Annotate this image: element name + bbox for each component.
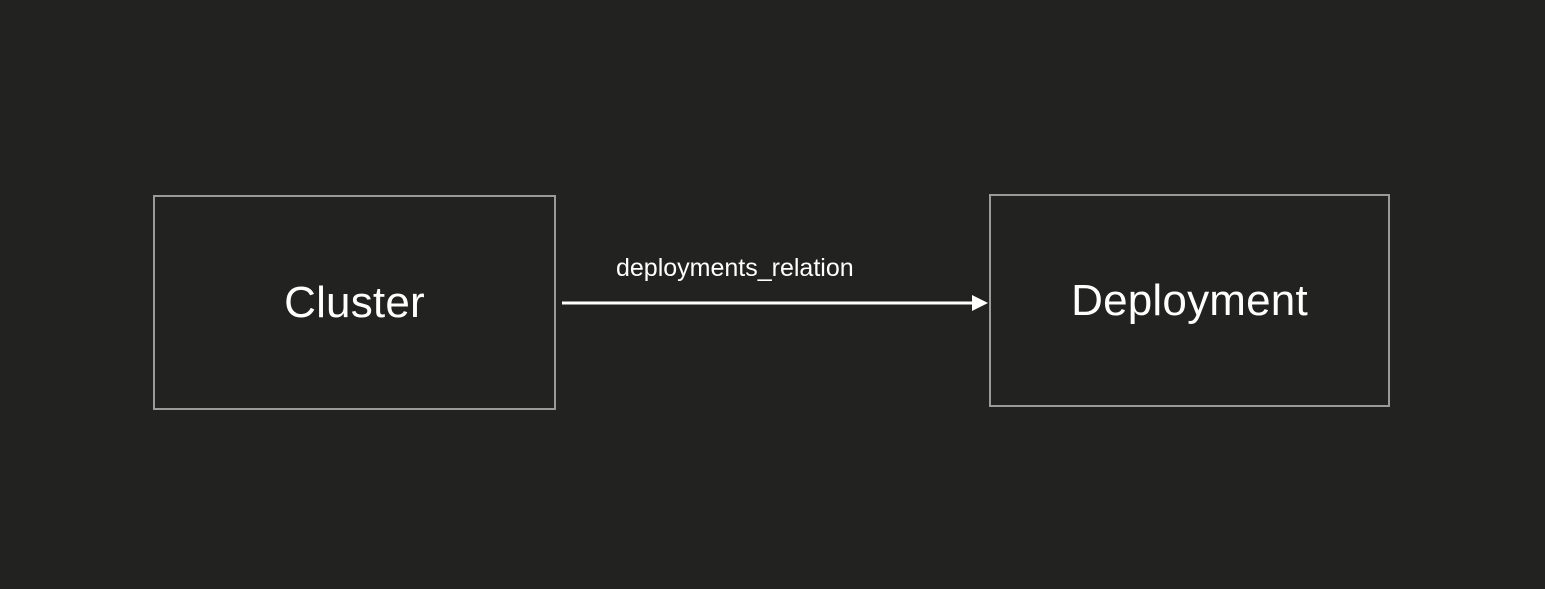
node-label-deployment: Deployment (1071, 275, 1308, 325)
arrowhead-icon (972, 295, 988, 311)
edge-label-deployments-relation: deployments_relation (616, 254, 854, 282)
diagram-node-cluster[interactable]: Cluster (153, 195, 556, 410)
diagram-node-deployment[interactable]: Deployment (989, 194, 1390, 407)
node-label-cluster: Cluster (284, 277, 425, 327)
